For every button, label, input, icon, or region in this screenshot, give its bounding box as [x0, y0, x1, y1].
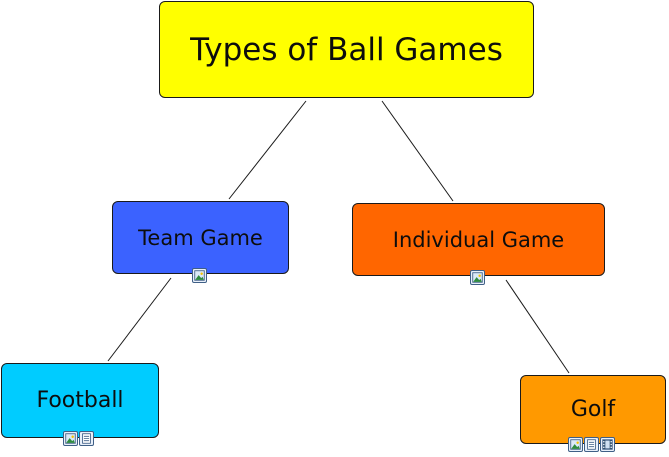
- document-icon[interactable]: [584, 437, 599, 452]
- image-icon[interactable]: [470, 270, 485, 285]
- concept-football[interactable]: Football: [1, 363, 159, 438]
- concept-label: Types of Ball Games: [190, 31, 503, 68]
- concept-golf[interactable]: Golf: [520, 375, 666, 444]
- football-resources[interactable]: [63, 431, 94, 446]
- concept-label: Football: [36, 388, 124, 413]
- link-team-football: [107, 277, 172, 362]
- concept-label: Golf: [570, 397, 616, 422]
- image-icon[interactable]: [192, 268, 207, 283]
- link-root-individual: [381, 100, 454, 202]
- individual-game-resources[interactable]: [470, 270, 485, 285]
- link-root-team: [228, 100, 307, 200]
- concept-label: Individual Game: [392, 227, 565, 252]
- link-individual-golf: [505, 279, 570, 374]
- golf-resources[interactable]: [568, 437, 615, 452]
- concept-label: Team Game: [138, 225, 263, 250]
- team-game-resources[interactable]: [192, 268, 207, 283]
- video-icon[interactable]: [600, 437, 615, 452]
- concept-team-game[interactable]: Team Game: [112, 201, 289, 274]
- concept-individual-game[interactable]: Individual Game: [352, 203, 605, 276]
- document-icon[interactable]: [79, 431, 94, 446]
- image-icon[interactable]: [568, 437, 583, 452]
- concept-types-of-ball-games[interactable]: Types of Ball Games: [159, 1, 534, 98]
- image-icon[interactable]: [63, 431, 78, 446]
